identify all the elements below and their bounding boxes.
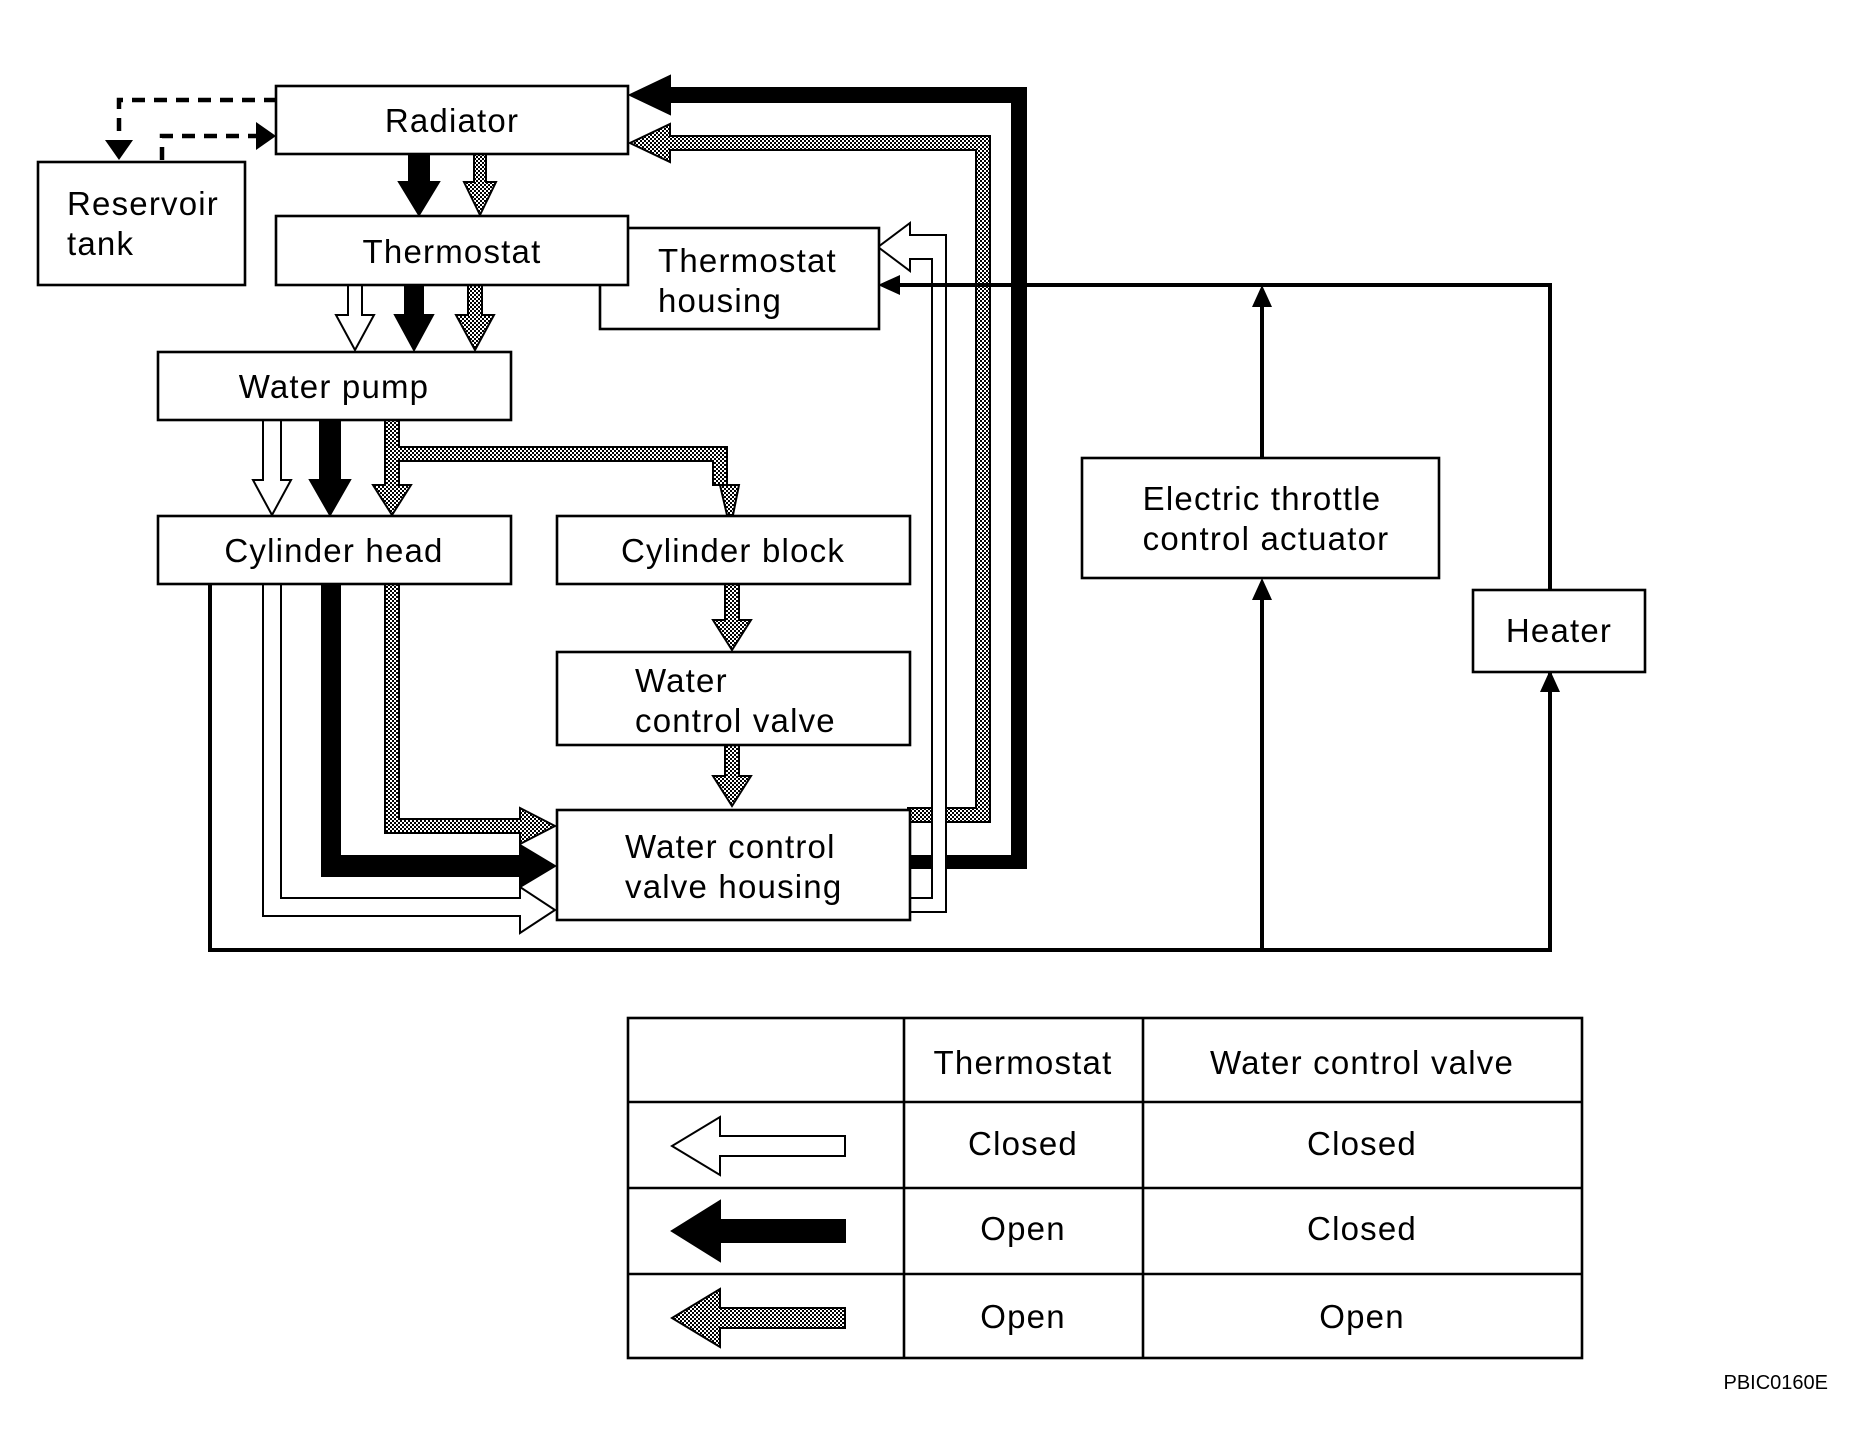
reservoir-tank-box: Reservoir tank <box>36 160 247 287</box>
arrow-black-radiator-thermostat <box>397 153 441 217</box>
actuator-out-arrow <box>1252 285 1272 307</box>
electric-throttle-actuator-label-line1: Electric throttle <box>1143 480 1382 517</box>
radiator-box: Radiator <box>274 84 630 156</box>
arrow-dotted-pump-head-block <box>371 419 741 517</box>
heater-feed-arrow <box>1540 670 1560 692</box>
legend-header-water-control-valve: Water control valve <box>1210 1044 1514 1081</box>
arrow-white-housing-thermostat-housing <box>876 221 947 913</box>
arrow-dotted-radiator-thermostat <box>462 153 498 218</box>
water-control-valve-housing-box: Water control valve housing <box>555 808 912 922</box>
component-boxes: Radiator Reservoir tank Thermostat housi… <box>36 84 1647 922</box>
thermostat-box: Thermostat <box>274 214 630 287</box>
reservoir-tank-label-line1: Reservoir <box>67 185 219 222</box>
reservoir-outflow-dashed <box>159 133 262 160</box>
arrow-black-housing-radiator <box>627 74 1027 869</box>
arrow-dotted-housing-radiator <box>627 122 991 823</box>
legend-row2-water-control-valve: Closed <box>1307 1210 1417 1247</box>
legend-row3-water-control-valve: Open <box>1319 1298 1405 1335</box>
water-control-valve-box: Water control valve <box>555 650 912 747</box>
bypass-line <box>208 283 1552 952</box>
legend-row1-water-control-valve: Closed <box>1307 1125 1417 1162</box>
thermostat-housing-box: Thermostat housing <box>598 226 881 331</box>
legend-row1-thermostat: Closed <box>968 1125 1078 1162</box>
heater-box: Heater <box>1471 588 1647 674</box>
bypass-arrow-to-housing <box>878 275 900 295</box>
arrow-dotted-block-valve <box>711 583 753 652</box>
legend-row2-thermostat: Open <box>980 1210 1066 1247</box>
reservoir-return-dashed <box>116 97 277 146</box>
electric-throttle-actuator-label-line2: control actuator <box>1143 520 1390 557</box>
water-control-valve-housing-label-line1: Water control <box>625 828 836 865</box>
legend-header-thermostat: Thermostat <box>934 1044 1113 1081</box>
legend-black-arrow-icon <box>670 1199 846 1263</box>
cylinder-head-label: Cylinder head <box>224 532 443 569</box>
legend-row3-thermostat: Open <box>980 1298 1066 1335</box>
water-pump-box: Water pump <box>156 350 513 422</box>
thermostat-label: Thermostat <box>363 233 542 270</box>
reservoir-arrow-head <box>105 140 133 160</box>
reservoir-outflow-arrow-head <box>256 122 276 150</box>
water-pump-label: Water pump <box>239 368 430 405</box>
electric-throttle-actuator-box: Electric throttle control actuator <box>1080 456 1441 580</box>
legend-white-arrow-icon <box>670 1115 846 1177</box>
arrow-white-head-housing <box>262 583 557 935</box>
flow-paths <box>105 74 1560 952</box>
arrow-dotted-head-housing <box>384 583 558 846</box>
thermostat-housing-label-line2: housing <box>658 282 782 319</box>
thermostat-housing-label-line1: Thermostat <box>658 242 837 279</box>
reservoir-tank-label-line2: tank <box>67 225 134 262</box>
cylinder-head-box: Cylinder head <box>156 514 513 586</box>
actuator-feed-arrow <box>1252 578 1272 600</box>
arrow-white-pump-head <box>251 419 293 518</box>
arrow-dotted-thermostat-pump <box>454 284 496 353</box>
figure-code: PBIC0160E <box>1723 1372 1828 1394</box>
radiator-label: Radiator <box>385 102 519 139</box>
legend-dotted-arrow-icon <box>670 1287 846 1349</box>
arrow-white-thermostat-pump <box>334 284 376 353</box>
water-control-valve-label-line1: Water <box>635 662 728 699</box>
arrow-dotted-valve-housing <box>711 744 753 808</box>
water-control-valve-housing-label-line2: valve housing <box>625 868 842 905</box>
water-control-valve-label-line2: control valve <box>635 702 836 739</box>
cylinder-block-box: Cylinder block <box>555 514 912 586</box>
cylinder-block-label: Cylinder block <box>621 532 845 569</box>
arrow-black-thermostat-pump <box>393 284 435 353</box>
arrow-black-pump-head <box>308 419 352 518</box>
legend-table: Thermostat Water control valve Closed Cl… <box>626 1016 1584 1360</box>
heater-label: Heater <box>1506 612 1612 649</box>
arrow-black-head-housing <box>321 583 557 889</box>
